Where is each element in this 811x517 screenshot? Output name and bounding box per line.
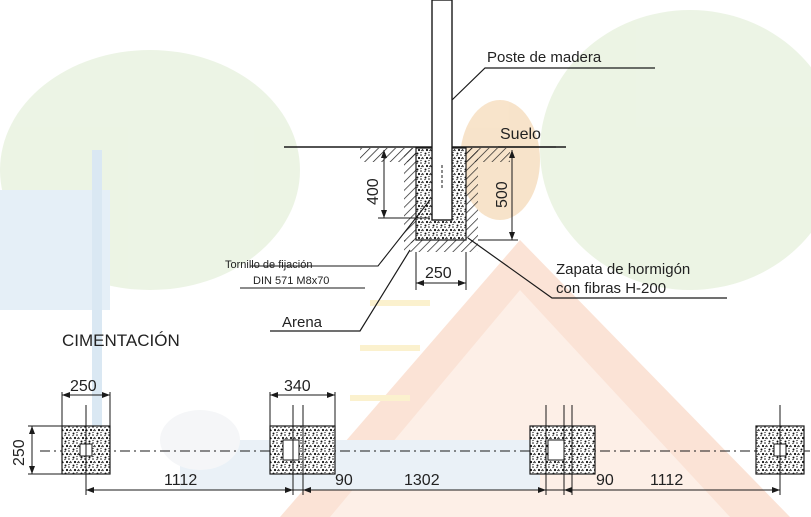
footing-label-1: Zapata de hormigón — [556, 261, 690, 278]
bolt-leader — [250, 199, 431, 267]
section-title: CIMENTACIÓN — [62, 331, 180, 350]
plan-footing-3 — [529, 425, 596, 475]
plan-dim-chain — [86, 487, 780, 493]
footing-label-2: con fibras H-200 — [556, 280, 666, 297]
span-1-label: 1112 — [164, 472, 197, 489]
dimension-250-section — [415, 252, 467, 290]
soil-hatch-bottom — [404, 240, 478, 252]
soil-hatch-left-wall — [404, 148, 416, 243]
span-2-label: 90 — [335, 472, 353, 489]
span-4-label: 90 — [596, 472, 614, 489]
wooden-post — [431, 0, 453, 221]
post-leader — [451, 67, 655, 101]
span-3-label: 1302 — [404, 472, 440, 489]
dim-500-label: 500 — [494, 181, 511, 208]
span-5-label: 1112 — [650, 472, 683, 489]
ground-label: Suelo — [500, 126, 541, 143]
sand-label: Arena — [282, 314, 323, 331]
plan-dim-250-top — [62, 392, 110, 398]
post-label: Poste de madera — [487, 49, 602, 66]
plan-dim-250-left-label: 250 — [11, 439, 28, 466]
footing-leader — [467, 237, 727, 299]
dim-400-label: 400 — [365, 178, 382, 205]
bolt-label-2: DIN 571 M8x70 — [253, 275, 329, 287]
dimension-500 — [478, 150, 518, 241]
plan-dim-250-left — [29, 426, 35, 474]
plan-extension-lines — [28, 392, 781, 495]
bolt-label-1: Tornillo de fijación — [225, 259, 312, 271]
plan-dim-340-top — [270, 392, 335, 398]
sand-leader — [270, 249, 411, 332]
soil-hatch-left — [360, 148, 416, 162]
background-illustration — [0, 10, 811, 517]
soil-hatch-right-wall — [466, 148, 478, 243]
dimension-400 — [378, 150, 430, 219]
dim-250-section-label: 250 — [425, 265, 452, 282]
plan-dim-340-top-label: 340 — [284, 378, 311, 395]
plan-dim-250-top-label: 250 — [70, 378, 97, 395]
